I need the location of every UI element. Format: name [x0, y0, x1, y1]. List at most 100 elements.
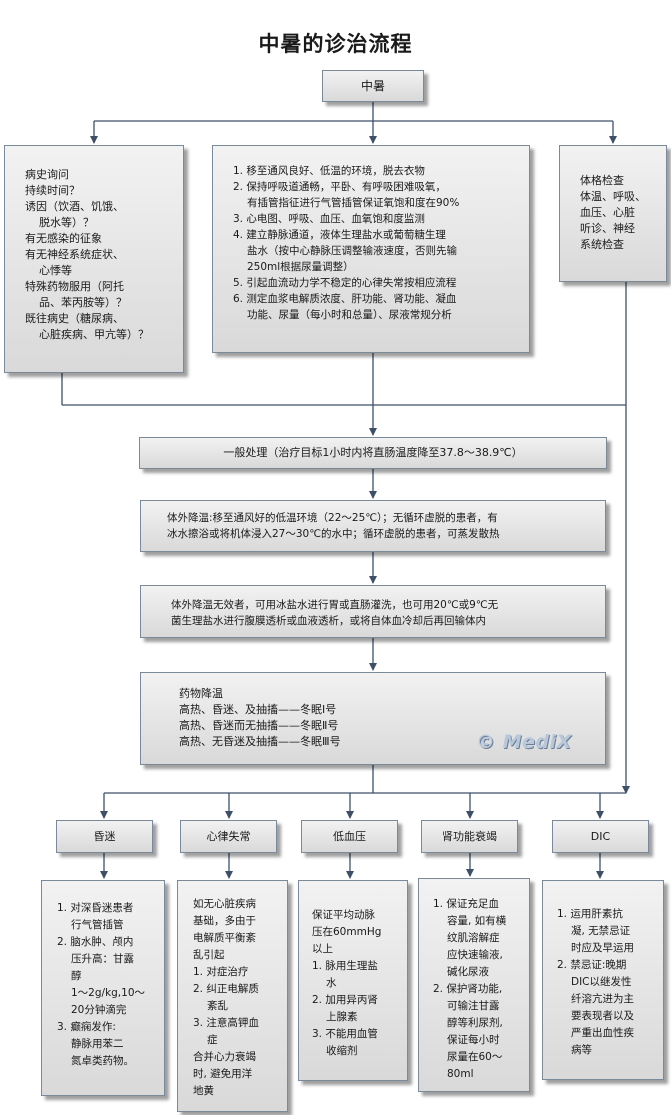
treatment-line: 盐水（按中心静脉压调整输液速度，否则先输 [247, 245, 457, 257]
treatment-line: 1. 移至通风良好、低温的环境，脱去衣物 [233, 165, 425, 177]
root-label: 中暑 [360, 79, 385, 93]
branch-detail-line: 尿量在60～ [447, 1051, 503, 1063]
branch-detail-line: 合并心力衰竭 [193, 1051, 256, 1063]
branch-detail-line: 1. 运用肝素抗 [557, 908, 623, 920]
branch-detail-line: 3. 不能用血管 [312, 1028, 378, 1040]
treatment-line: 2. 保持呼吸道通畅，平卧、有呼吸困难吸氧， [233, 181, 446, 193]
treatment-line: 3. 心电图、呼吸、血压、血氧饱和度监测 [233, 213, 425, 225]
history-line: 心悸等 [39, 264, 72, 277]
failed-cooling-node: 体外降温无效者，可用冰盐水进行胃或直肠灌洗，也可用20℃或9℃无 菌生理盐水进行… [140, 585, 606, 638]
branch-detail-line: 20分钟滴完 [71, 1004, 127, 1016]
exam-line: 体格检查 [580, 174, 624, 187]
branch-detail-line: 2. 脑水肿、颅内 [57, 936, 134, 948]
branch-detail-line: 1. 脉用生理盐 [312, 960, 378, 972]
branch-detail-line: 3. 癫痫发作: [57, 1021, 116, 1033]
branch-detail-line: 醇 [71, 970, 82, 982]
branch-detail-line: 氮卓类药物。 [71, 1055, 134, 1067]
drug-cooling-node: 药物降温 高热、昏迷、及抽搐——冬眠Ⅰ号 高热、昏迷而无抽搐——冬眠Ⅱ号 高热、… [140, 672, 606, 765]
branch-detail-line: 凝, 无禁忌证 [571, 925, 631, 937]
branch-detail-line: 保证每小时 [447, 1034, 500, 1046]
external-cooling-line: 体外降温:移至通风好的低温环境（22～25℃）；无循环虚脱的患者，有 [167, 512, 498, 524]
history-line: 有无感染的征象 [25, 232, 102, 245]
branch-detail-renal-failure: 1. 保证充足血 容量, 如有横 纹肌溶解症 应快速输液, 碱化尿液 2. 保护… [418, 878, 530, 1092]
treatment-node: 1. 移至通风良好、低温的环境，脱去衣物 2. 保持呼吸道通畅，平卧、有呼吸困难… [212, 145, 530, 353]
history-line: 病史询问 [25, 168, 69, 181]
branch-detail-line: 1. 对深昏迷患者 [57, 902, 134, 914]
branch-detail-line: 容量, 如有横 [447, 915, 507, 927]
treatment-line: 6. 测定血浆电解质浓度、肝功能、肾功能、凝血 [233, 293, 457, 305]
branch-label-coma: 昏迷 [56, 820, 153, 853]
branch-detail-line: 1. 保证充足血 [433, 898, 499, 910]
branch-detail-line: 症 [207, 1034, 218, 1046]
branch-label-text: DIC [590, 829, 611, 843]
history-line: 既往病史（糖尿病、 [25, 312, 124, 325]
branch-detail-line: 2. 禁忌证:晚期 [557, 959, 627, 971]
history-line: 持续时间？ [25, 184, 80, 197]
branch-detail-line: 可输注甘露 [447, 1000, 500, 1012]
branch-detail-line: DIC以继发性 [571, 976, 632, 988]
branch-detail-hypotension: 保证平均动脉 压在60mmHg 以上 1. 脉用生理盐 水 2. 加用异丙肾 上… [298, 880, 408, 1081]
exam-line: 体温、呼吸、 [580, 190, 646, 203]
branch-detail-line: 压在60mmHg [312, 926, 382, 938]
failed-cooling-line: 菌生理盐水进行腹膜透析或血液透析，或将自体血冷却后再回输体内 [171, 615, 486, 627]
branch-detail-line: 要表现者以及 [571, 1010, 634, 1022]
branch-label-dic: DIC [552, 820, 649, 853]
branch-detail-line: 2. 保护肾功能, [433, 983, 503, 995]
branch-detail-line: 静脉用苯二 [71, 1038, 124, 1050]
branch-detail-line: 水 [326, 977, 337, 989]
branch-detail-line: 地黄 [193, 1085, 214, 1097]
branch-detail-line: 紊乱 [207, 1000, 228, 1012]
branch-detail-line: 2. 加用异丙肾 [312, 994, 378, 1006]
external-cooling-node: 体外降温:移至通风好的低温环境（22～25℃）；无循环虚脱的患者，有 冰水擦浴或… [140, 500, 606, 552]
branch-detail-line: 保证平均动脉 [312, 909, 375, 921]
branch-label-text: 肾功能衰竭 [442, 829, 497, 843]
branch-detail-line: 1～2g/kg,10～ [71, 987, 146, 999]
branch-detail-line: 时应及早运用 [571, 942, 634, 954]
exam-node: 体格检查 体温、呼吸、 血压、心脏 听诊、神经 系统检查 [559, 145, 667, 282]
branch-detail-line: 收缩剂 [326, 1045, 358, 1057]
treatment-line: 有插管指征进行气管插管保证氧饱和度在90% [247, 197, 460, 209]
history-line: 心脏疾病、甲亢等）？ [39, 328, 149, 341]
branch-detail-line: 病等 [571, 1044, 592, 1056]
history-line: 品、苯丙胺等）？ [39, 296, 127, 309]
treatment-line: 4. 建立静脉通道，液体生理盐水或葡萄糖生理 [233, 229, 446, 241]
branch-label-text: 昏迷 [93, 829, 116, 843]
history-node: 病史询问 持续时间？ 诱因（饮酒、饥饿、 脱水等）？ 有无感染的征象 有无神经系… [4, 145, 184, 373]
branch-detail-line: 碱化尿液 [447, 966, 489, 978]
general-treatment-label: 一般处理（治疗目标1小时内将直肠温度降至37.8～38.9℃） [223, 446, 523, 459]
failed-cooling-line: 体外降温无效者，可用冰盐水进行胃或直肠灌洗，也可用20℃或9℃无 [171, 599, 499, 611]
history-line: 特殊药物服用（阿托 [25, 280, 124, 293]
drug-cooling-line: 高热、无昏迷及抽搐——冬眠Ⅲ号 [179, 735, 341, 748]
treatment-line: 功能、尿量（每小时和总量）、尿液常规分析 [247, 309, 452, 321]
branch-detail-line: 醇等利尿剂, [447, 1017, 503, 1029]
branch-detail-line: 时, 避免用洋 [193, 1068, 253, 1080]
branch-detail-line: 压升高：甘露 [71, 953, 134, 965]
branch-label-arrhythmia: 心律失常 [180, 820, 277, 853]
branch-detail-line: 以上 [312, 943, 333, 955]
drug-cooling-line: 高热、昏迷而无抽搐——冬眠Ⅱ号 [179, 719, 339, 732]
branch-detail-line: 行气管插管 [71, 919, 124, 931]
branch-detail-line: 80ml [447, 1068, 474, 1080]
drug-cooling-line: 高热、昏迷、及抽搐——冬眠Ⅰ号 [179, 703, 337, 716]
branch-detail-arrhythmia: 如无心脏疾病 基础，多由于 电解质平衡紊 乱引起 1. 对症治疗 2. 纠正电解… [177, 880, 288, 1112]
branch-label-renal-failure: 肾功能衰竭 [421, 820, 518, 853]
exam-line: 血压、心脏 [580, 206, 635, 219]
branch-detail-line: 如无心脏疾病 [193, 898, 256, 910]
exam-line: 听诊、神经 [580, 222, 635, 235]
external-cooling-line: 冰水擦浴或将机体浸入27～30℃的水中；循环虚脱的患者，可蒸发散热 [167, 528, 500, 540]
branch-detail-line: 严重出血性疾 [571, 1027, 634, 1039]
branch-detail-line: 1. 对症治疗 [193, 966, 249, 978]
general-treatment-node: 一般处理（治疗目标1小时内将直肠温度降至37.8～38.9℃） [139, 437, 607, 469]
branch-detail-line: 纹肌溶解症 [447, 932, 500, 944]
branch-label-text: 心律失常 [206, 829, 251, 843]
branch-detail-line: 3. 注意高钾血 [193, 1017, 259, 1029]
branch-detail-line: 基础，多由于 [193, 915, 256, 927]
exam-line: 系统检查 [580, 238, 624, 251]
branch-detail-line: 纤溶亢进为主 [571, 993, 634, 1005]
branch-detail-dic: 1. 运用肝素抗 凝, 无禁忌证 时应及早运用 2. 禁忌证:晚期 DIC以继发… [542, 880, 664, 1080]
history-line: 诱因（饮酒、饥饿、 [25, 200, 124, 213]
history-line: 有无神经系统症状、 [25, 248, 124, 261]
history-line: 脱水等）？ [39, 216, 94, 229]
branch-detail-line: 上腺素 [326, 1011, 358, 1023]
